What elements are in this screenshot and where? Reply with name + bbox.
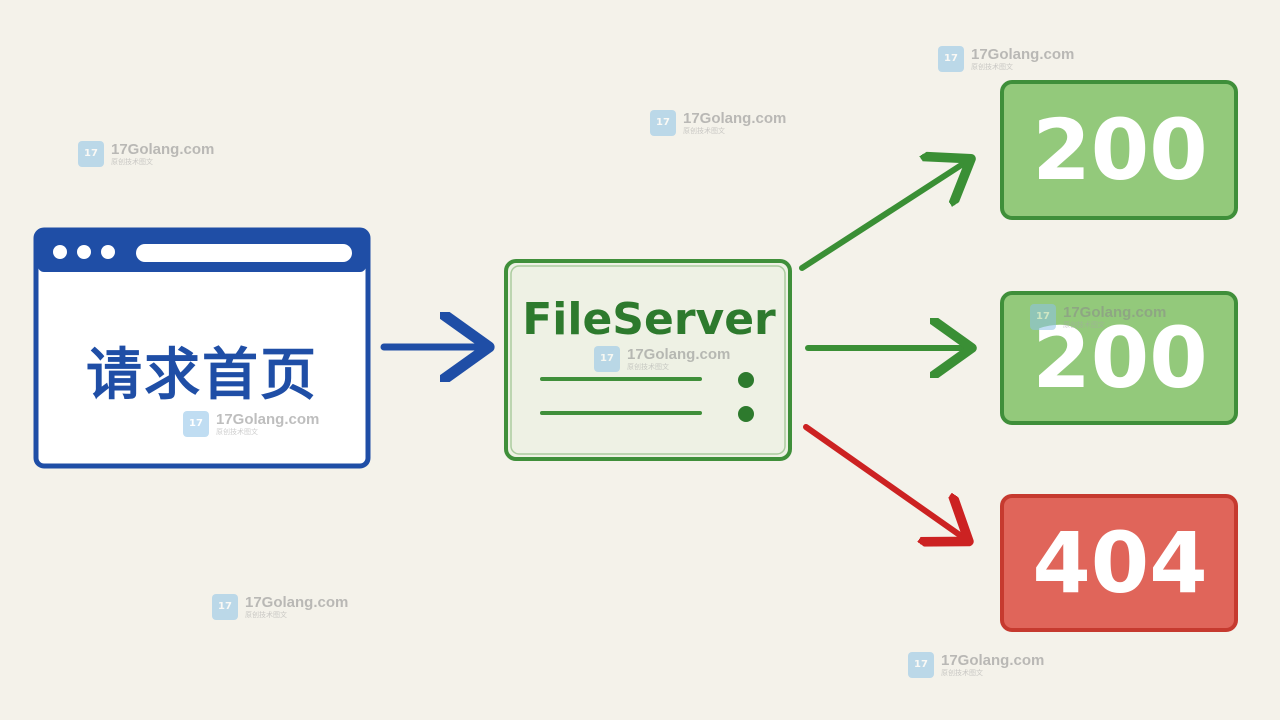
browser-frame [33,227,371,469]
status-code-2: 200 [1032,309,1208,407]
response-box-1 [1000,80,1238,220]
address-bar [136,244,352,262]
browser-label: 请求首页 [86,343,318,408]
response-box-2 [1000,291,1238,425]
server-label: FileServer [522,294,776,345]
window-dot-icon [101,245,115,259]
server-led-icon [738,372,754,388]
server-frame [504,259,792,461]
fileserver-box [504,259,792,461]
response-arrow-1 [799,162,966,271]
browser-window [33,227,371,469]
response-arrow-3 [803,424,964,538]
window-dot-icon [53,245,67,259]
window-dot-icon [77,245,91,259]
status-code-1: 200 [1032,101,1208,199]
server-led-icon [738,406,754,422]
status-code-3: 404 [1032,514,1208,612]
response-box-3 [1000,494,1238,632]
